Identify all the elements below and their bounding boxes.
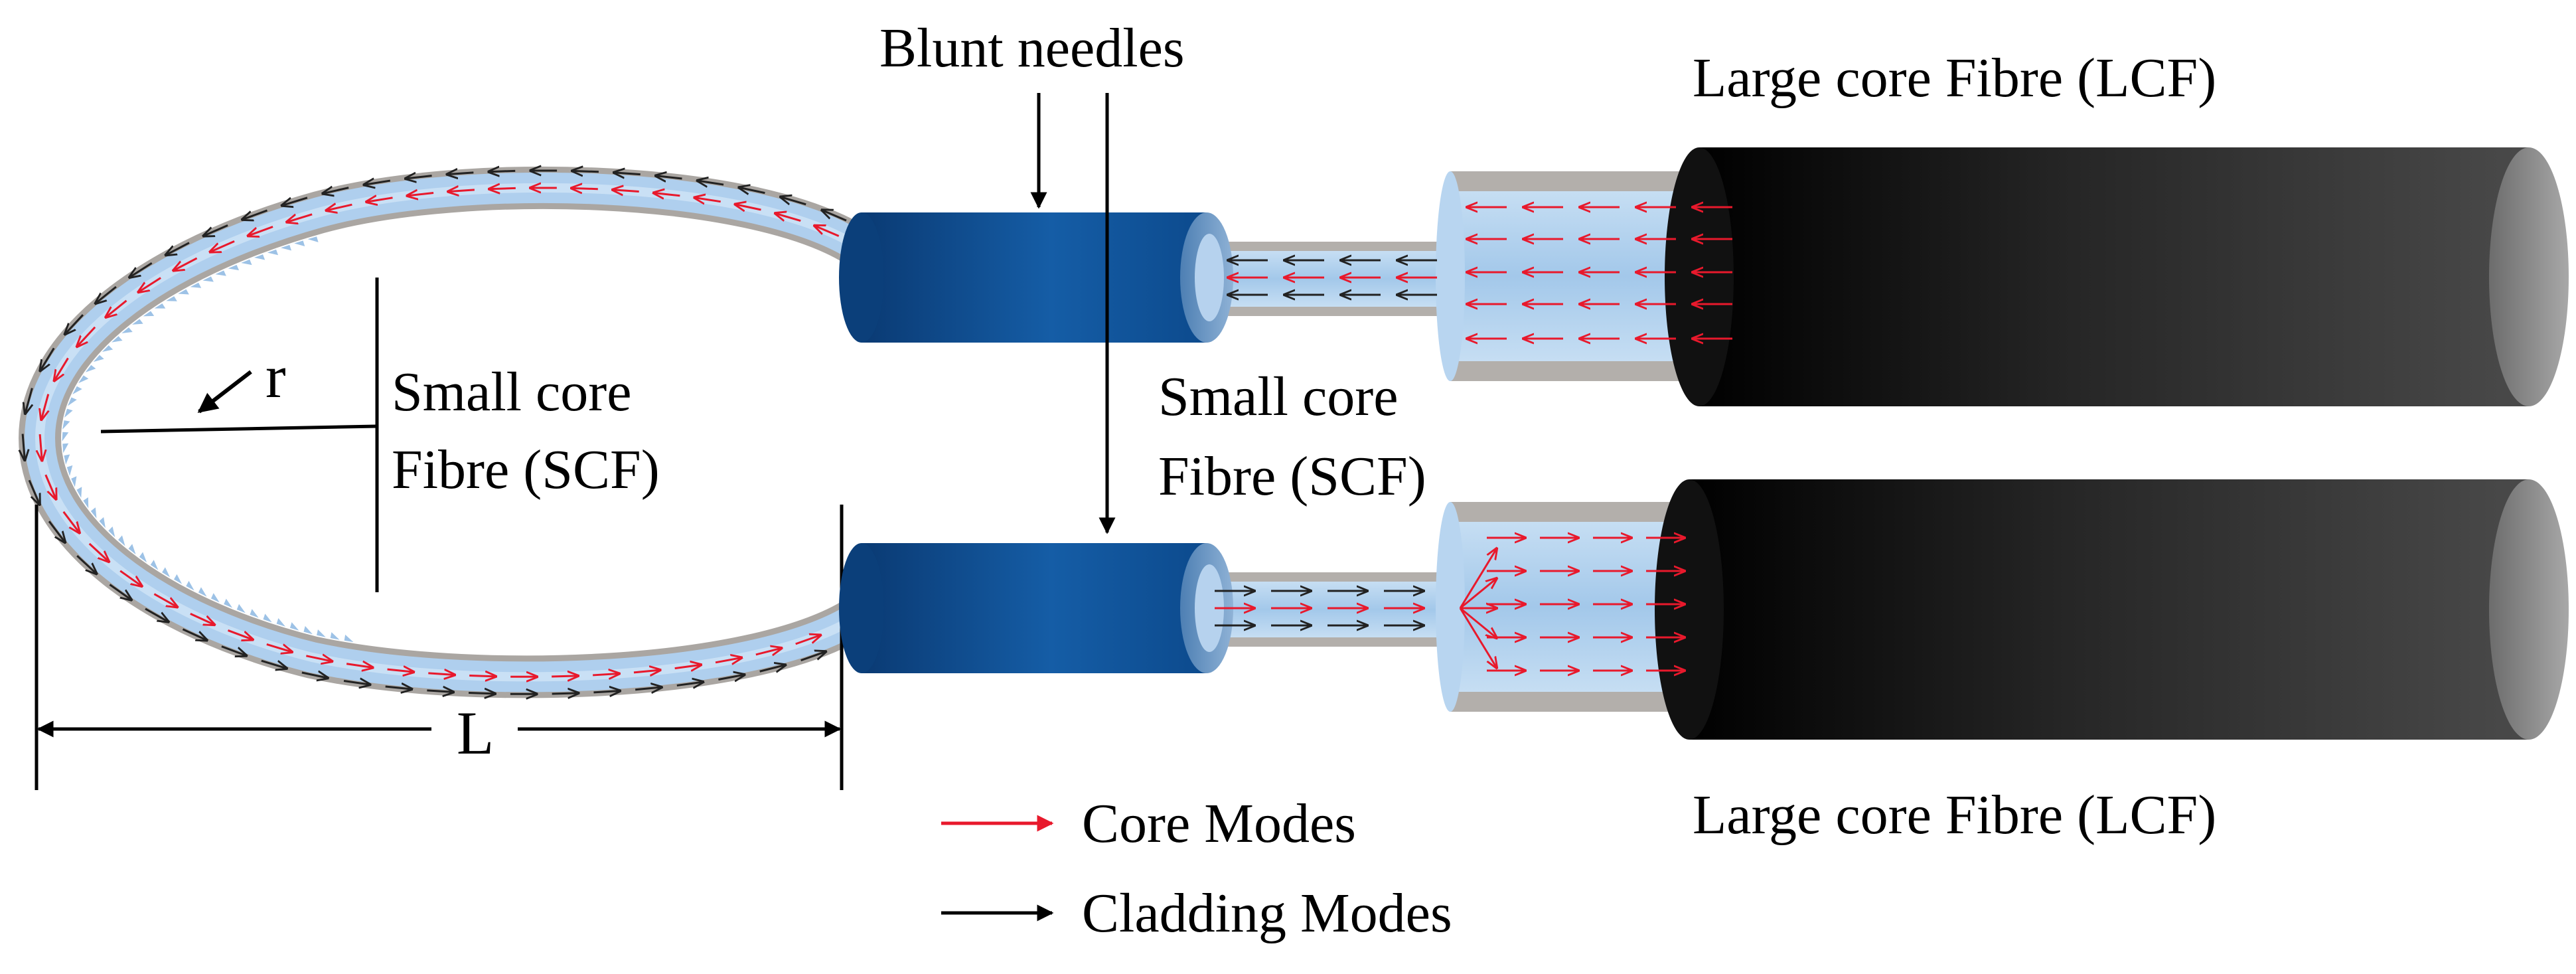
lcf-bottom-label: Large core Fibre (LCF) — [1693, 784, 2216, 846]
loop-geometry-annotations: r L — [37, 278, 842, 790]
top-lcf-jacket-left-end — [1665, 147, 1734, 406]
microbend-tooth — [277, 618, 285, 627]
cladding-mode-arrow — [469, 693, 495, 694]
microbend-tooth — [308, 236, 319, 242]
core-mode-arrow — [489, 188, 516, 189]
bottom-branch — [839, 479, 2569, 740]
microbend-tooth — [64, 409, 73, 418]
microbend-tooth — [62, 444, 68, 453]
legend-cladding-label: Cladding Modes — [1082, 882, 1452, 944]
microbend-tooth — [62, 420, 70, 430]
bottom-lcf-jacket-left-end — [1655, 479, 1724, 740]
microbend-tooth — [317, 629, 326, 637]
legend-core-label: Core Modes — [1082, 793, 1356, 854]
top-lcf-face — [1436, 171, 1465, 381]
microbend-tooth — [344, 635, 354, 642]
bottom-needle-left-end — [839, 543, 884, 673]
blunt-needles-label: Blunt needles — [879, 17, 1185, 79]
loop-radius-line — [101, 426, 377, 432]
scf-mid-label-line2: Fibre (SCF) — [1158, 446, 1426, 507]
lcf-top-label: Large core Fibre (LCF) — [1693, 47, 2216, 109]
microbend-tooth — [250, 609, 259, 617]
top-lcf-jacket — [1699, 147, 2529, 406]
microbend-tooth — [64, 454, 70, 464]
microbend-tooth — [62, 432, 69, 442]
microbend-tooth — [303, 626, 313, 634]
core-mode-arrow — [469, 676, 496, 677]
bottom-lcf-jacket-right-end — [2489, 479, 2569, 740]
top-needle-left-end — [839, 212, 884, 343]
scf-mid-label-line1: Small core — [1158, 366, 1399, 428]
bottom-needle-body — [862, 543, 1207, 673]
top-lcf-jacket-right-end — [2489, 147, 2569, 406]
microbend-tooth — [331, 632, 340, 639]
top-branch — [839, 147, 2569, 406]
scf-loop-label-line1: Small core — [392, 361, 632, 423]
radius-label: r — [265, 343, 286, 410]
microbend-tooth — [290, 622, 299, 631]
radius-arrow — [199, 372, 251, 412]
top-needle-body — [862, 212, 1207, 343]
core-mode-arrow — [571, 188, 598, 189]
cladding-mode-arrow — [552, 693, 579, 694]
legend: Core Modes Cladding Modes — [941, 793, 1452, 944]
bottom-lcf-jacket — [1689, 479, 2529, 740]
microbend-tooth — [263, 613, 271, 622]
length-label: L — [457, 699, 494, 767]
scf-loop-label-line2: Fibre (SCF) — [392, 439, 660, 501]
core-mode-arrow — [552, 676, 578, 677]
